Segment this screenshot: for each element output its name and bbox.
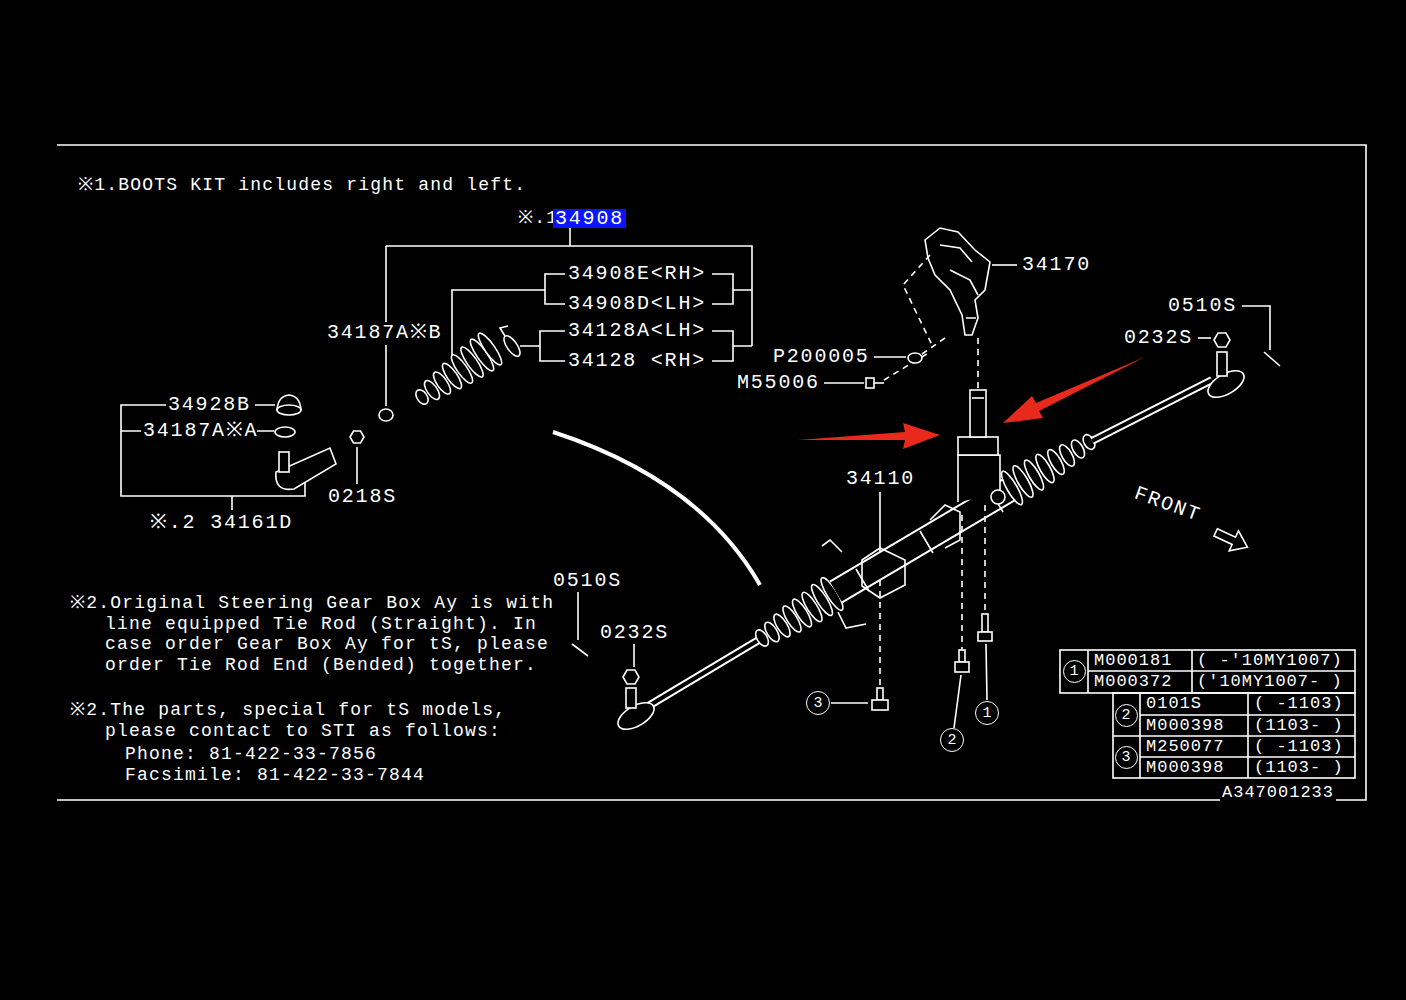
table-cell: M000398	[1146, 716, 1224, 736]
part-number: 34128A<LH>	[568, 321, 706, 341]
contact-line: Phone: 81-422-33-7856	[125, 744, 377, 764]
table-cell: 0101S	[1146, 694, 1202, 714]
kit-note: ※1.BOOTS KIT includes right and left.	[78, 175, 526, 195]
table-cell: ( -1103)	[1254, 694, 1344, 714]
contact-line: Facsimile: 81-422-33-7844	[125, 765, 425, 785]
footnote: ※2.Original Steering Gear Box Ay is with…	[70, 593, 585, 675]
highlighted-part-number: 34908	[553, 209, 626, 228]
part-number: 34170	[1022, 255, 1091, 275]
callout-number: 3	[806, 691, 830, 715]
part-number: 0232S	[600, 623, 669, 643]
part-number: 34908D<LH>	[568, 294, 706, 314]
table-cell: (1103- )	[1254, 716, 1344, 736]
table-callout-number: 2	[1115, 704, 1138, 727]
node-text: 3	[1121, 750, 1130, 765]
part-number: 34908E<RH>	[568, 264, 706, 284]
part-number: 0510S	[1168, 296, 1237, 316]
part-number: 0510S	[553, 571, 622, 591]
part-number: 34187A※B	[327, 323, 442, 343]
part-number: 0232S	[1124, 328, 1193, 348]
part-number: M55006	[737, 373, 820, 393]
drawing-number: A347001233	[1220, 783, 1336, 803]
table-cell: ('10MY1007- )	[1197, 672, 1343, 692]
part-number: 34187A※A	[143, 421, 258, 441]
table-cell: ( -'10MY1007)	[1197, 651, 1343, 671]
table-callout-number: 1	[1063, 660, 1086, 683]
table-cell: M000398	[1146, 758, 1224, 778]
part-number: P200005	[773, 347, 870, 367]
node-text: 3	[813, 696, 822, 711]
table-cell: M000372	[1094, 672, 1172, 692]
part-number: 34128 <RH>	[568, 351, 706, 371]
part-number: 34928B	[168, 395, 251, 415]
table-callout-number: 3	[1115, 746, 1138, 769]
node-text: 1	[1069, 664, 1078, 679]
node-text: 1	[982, 706, 991, 721]
node-text: 34908	[555, 207, 624, 230]
table-cell: M250077	[1146, 737, 1224, 757]
table-cell: M000181	[1094, 651, 1172, 671]
node-text: 2	[1121, 708, 1130, 723]
table-cell: (1103- )	[1254, 758, 1344, 778]
table-cell: ( -1103)	[1254, 737, 1344, 757]
front-direction: FRONT	[1132, 484, 1204, 526]
part-number: 34110	[846, 469, 915, 489]
callout-number: 2	[940, 728, 964, 752]
callout-number: 1	[975, 701, 999, 725]
part-number: ※.2 34161D	[150, 513, 293, 533]
footnote: ※2.The parts, special for tS models, ple…	[70, 700, 585, 741]
part-number: 0218S	[328, 487, 397, 507]
node-text: 2	[947, 733, 956, 748]
